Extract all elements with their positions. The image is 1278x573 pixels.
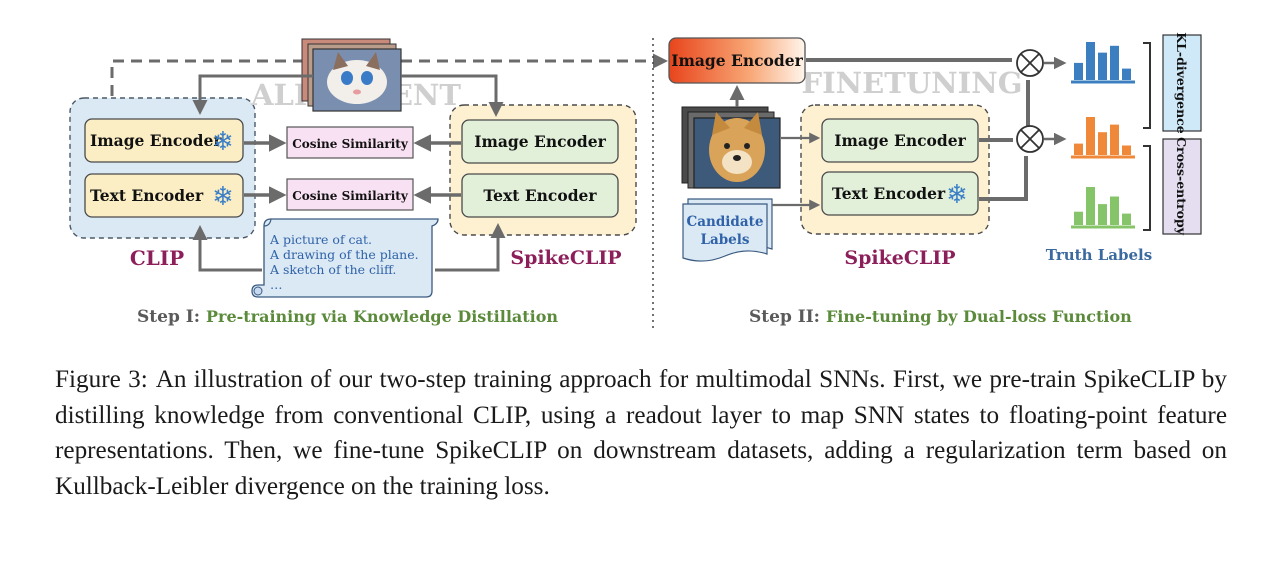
histogram-bar: [1098, 204, 1107, 225]
multiply-icon: [1016, 49, 1044, 77]
histogram-bar: [1122, 68, 1131, 80]
histogram-bar: [1098, 52, 1107, 80]
clip-image-encoder: [84, 118, 244, 163]
histogram-bar: [1110, 196, 1119, 225]
ft-text-encoder-label: Text Encoder: [832, 184, 946, 203]
caption-line-1: A picture of cat.: [269, 232, 372, 247]
ft-image-encoder-label: Image Encoder: [834, 131, 966, 150]
teacher-image-encoder-label: Image Encoder: [671, 51, 803, 70]
histogram-bar: [1086, 117, 1095, 155]
histogram-orange-icon: [1071, 117, 1135, 159]
histogram-bar: [1110, 45, 1119, 80]
image-to-spike-arrow: [401, 74, 504, 117]
multiply-icon: [1016, 125, 1044, 153]
histogram-bar: [1086, 42, 1095, 80]
caption-text: An illustration of our two-step training…: [55, 366, 1227, 500]
caption-scroll: A picture of cat. A drawing of the plane…: [251, 218, 439, 298]
cross-entropy-box: [1162, 138, 1202, 235]
cosine-similarity-2-label: Cosine Similarity: [292, 189, 409, 203]
finetuning-watermark: FINETUNING: [802, 66, 1023, 100]
histogram-blue-icon: [1071, 42, 1135, 84]
spikeclip-label-step1: SpikeCLIP: [510, 247, 621, 269]
cosine-similarity-1-label: Cosine Similarity: [292, 137, 409, 151]
cosine-similarity-2: [286, 178, 414, 211]
caption-line-3: A sketch of the cliff.: [269, 262, 396, 277]
cosine-similarity-1: [286, 126, 414, 159]
caption-line-4: …: [270, 277, 283, 292]
kl-divergence-box: [1162, 34, 1202, 132]
figure-number: Figure 3:: [55, 366, 148, 393]
clip-text-encoder: [84, 173, 244, 218]
dog-image: [681, 106, 781, 189]
cross-entropy-label: Cross-entropy: [1174, 137, 1189, 236]
histogram-bar: [1074, 211, 1083, 225]
histogram-green-icon: [1071, 187, 1135, 229]
candidate-labels-line-2: Labels: [701, 232, 750, 248]
clip-image-encoder-label: Image Encoder: [90, 131, 222, 150]
snowflake-icon: ❄: [946, 180, 968, 210]
cat-image: [301, 38, 402, 112]
ft-image-encoder: [821, 118, 979, 163]
image-to-clip-arrow: [192, 74, 313, 115]
histogram-bar: [1098, 132, 1107, 155]
candidate-labels-line-1: Candidate: [687, 214, 764, 230]
clip-text-encoder-label: Text Encoder: [90, 186, 204, 205]
teacher-image-encoder: [668, 37, 806, 84]
candidate-labels-doc: Candidate Labels: [682, 198, 773, 262]
truth-labels: Truth Labels: [1046, 246, 1152, 264]
spike-image-encoder: [461, 119, 619, 164]
ft-text-encoder: [821, 171, 979, 216]
histogram-bar: [1074, 143, 1083, 155]
kl-divergence-label: KL-divergence: [1174, 32, 1189, 134]
distill-dashed-arrow: [110, 53, 668, 96]
figure-caption: Figure 3:An illustration of our two-step…: [55, 362, 1227, 504]
spikeclip-label-step2: SpikeCLIP: [844, 247, 955, 269]
figure-diagram: ALIGNMENT Image Encoder ❄ Text Encoder ❄…: [69, 32, 1202, 330]
histogram-bar: [1122, 213, 1131, 225]
step2-caption: Step II:Fine-tuning by Dual-loss Functio…: [749, 307, 1132, 327]
histogram-bar: [1086, 187, 1095, 225]
spike-image-encoder-label: Image Encoder: [474, 132, 606, 151]
caption-line-2: A drawing of the plane.: [269, 247, 419, 262]
clip-label: CLIP: [130, 246, 184, 270]
histogram-bar: [1074, 62, 1083, 80]
histogram-bar: [1122, 145, 1131, 155]
histogram-bar: [1110, 124, 1119, 155]
snowflake-icon: ❄: [212, 182, 234, 212]
snowflake-icon: ❄: [212, 127, 234, 157]
step1-caption: Step I:Pre-training via Knowledge Distil…: [137, 307, 558, 327]
spike-text-encoder-label: Text Encoder: [483, 186, 597, 205]
spike-text-encoder: [461, 173, 619, 218]
